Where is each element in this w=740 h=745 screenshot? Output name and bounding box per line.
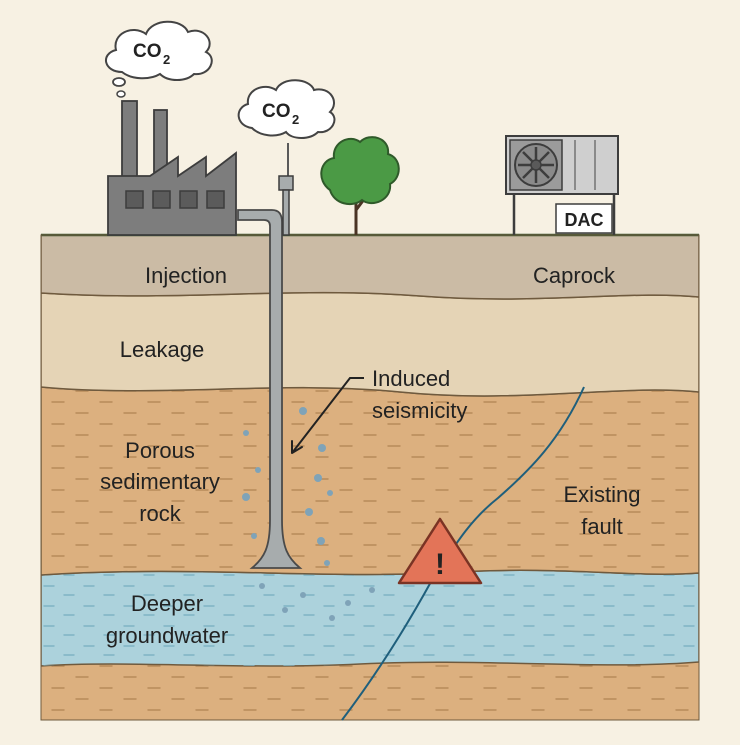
warning-symbol: ! (435, 548, 445, 581)
co2-label-1: CO (133, 41, 162, 62)
groundwater-label-line1: Deeper (131, 591, 203, 616)
vent-stack (278, 143, 294, 236)
cross-section-border (40, 234, 700, 721)
co2-subscript-1: 2 (163, 52, 170, 67)
porous-rock-label-line3: rock (139, 501, 182, 526)
existing-fault-label-line2: fault (581, 514, 623, 539)
co2-subscript-2: 2 (292, 112, 299, 127)
existing-fault-label-line1: Existing (563, 482, 640, 507)
warning-triangle-icon: ! (397, 517, 483, 585)
injection-well-pipe (237, 209, 303, 569)
porous-rock-label-line2: sedimentary (100, 469, 220, 494)
co2-bubbles (242, 407, 375, 621)
callout-arrow (291, 377, 364, 454)
caprock-layer (41, 234, 699, 300)
tree (320, 136, 400, 235)
dac-label: DAC (565, 210, 604, 230)
co2-cloud-left: CO 2 (105, 20, 213, 98)
injection-label: Injection (145, 263, 227, 288)
porous-rock-label-line1: Porous (125, 438, 195, 463)
induced-seismicity-label-line2: seismicity (372, 398, 467, 423)
caprock-label: Caprock (533, 263, 616, 288)
leakage-label: Leakage (120, 337, 204, 362)
co2-label-2: CO (262, 101, 291, 122)
dac-unit: DAC (505, 135, 619, 235)
fault-line (341, 386, 585, 721)
induced-seismicity-label-line1: Induced (372, 366, 450, 391)
co2-cloud-right: CO 2 (237, 79, 336, 139)
groundwater-label-line2: groundwater (106, 623, 228, 648)
induced-seismicity-callout: Induced seismicity (291, 366, 467, 454)
factory (107, 100, 237, 236)
